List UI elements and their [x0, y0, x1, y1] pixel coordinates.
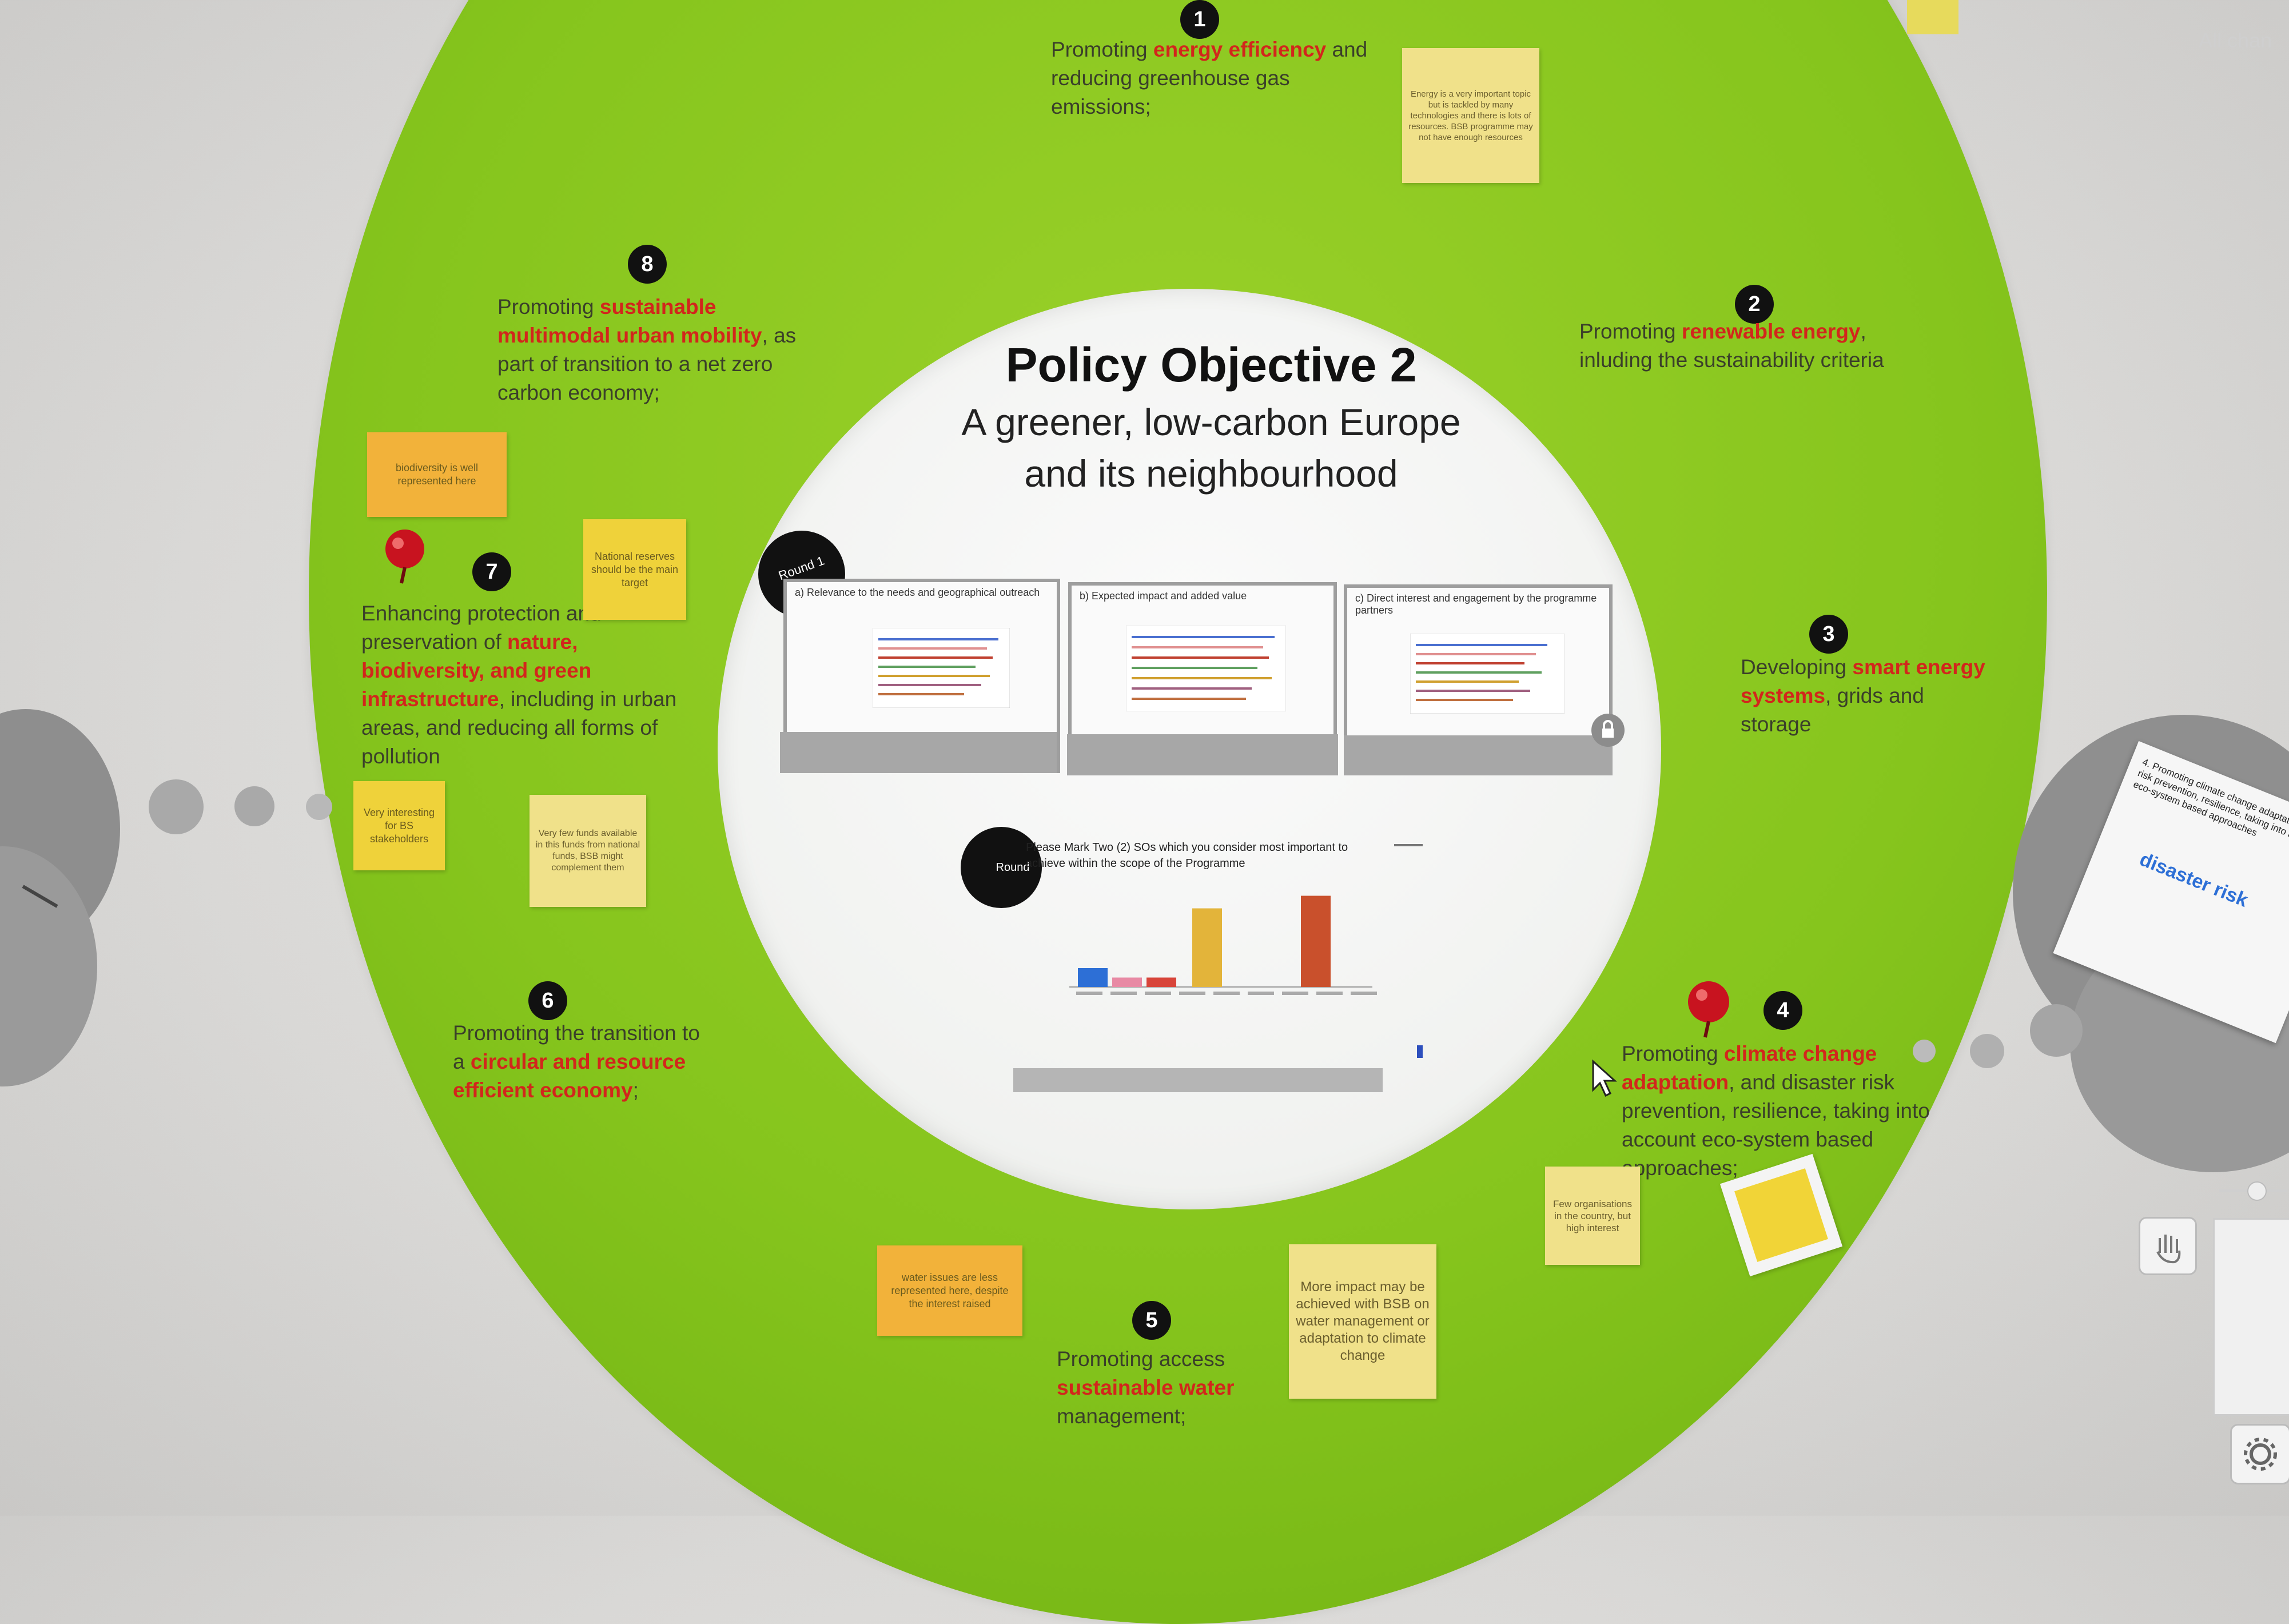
sticky-note-water-issues[interactable]: water issues are less represented here, …	[877, 1245, 1022, 1336]
objective-4-text: Promoting climate change adaptation, and…	[1622, 1042, 1930, 1180]
tick-label-placeholder	[1145, 992, 1171, 995]
sticky-note-energy[interactable]: Energy is a very important topic but is …	[1402, 48, 1539, 183]
lock-icon[interactable]	[1591, 714, 1625, 747]
tick-label-placeholder	[1282, 992, 1308, 995]
objective-7-text: Enhancing protection and preservation of…	[361, 602, 677, 768]
objective-2-text: Promoting renewable energy, inluding the…	[1579, 320, 1884, 372]
connector-dot	[2030, 1004, 2083, 1057]
objective-number-1[interactable]: 1	[1180, 0, 1219, 39]
sticky-note-national-reserves[interactable]: National reserves should be the main tar…	[583, 519, 686, 620]
page-title: Policy Objective 2	[1005, 338, 1417, 392]
connector-dot	[1913, 1040, 1936, 1062]
hand-icon[interactable]	[2139, 1217, 2197, 1275]
vote-bar	[1192, 908, 1222, 987]
top-right-yellow-tab	[1907, 0, 1958, 34]
minimap-panel[interactable]	[2213, 1218, 2289, 1416]
tick-label-placeholder	[1076, 992, 1102, 995]
question-text-underline	[1394, 844, 1423, 846]
slide-c-chart	[1410, 634, 1565, 714]
objective-number-8[interactable]: 8	[628, 245, 667, 284]
connector-dot	[149, 779, 204, 834]
slide-a-title: a) Relevance to the needs and geographic…	[795, 587, 1040, 598]
vote-bar	[1301, 895, 1331, 987]
small-marker	[1417, 1045, 1423, 1058]
sticky-note-very-interesting[interactable]: Very interesting for BS stakeholders	[353, 781, 445, 870]
slide-b-title: b) Expected impact and added value	[1080, 590, 1247, 602]
tick-label-placeholder	[1110, 992, 1137, 995]
sticky-note-few-organisations[interactable]: Few organisations in the country, but hi…	[1545, 1167, 1640, 1265]
objective-number-6[interactable]: 6	[528, 981, 567, 1020]
objective-number-2[interactable]: 2	[1735, 285, 1774, 324]
objective-number-4[interactable]: 4	[1763, 991, 1802, 1030]
left-arrow-icon[interactable]	[17, 881, 63, 915]
page-subtitle-line1: A greener, low-carbon Europe	[961, 401, 1461, 443]
gear-icon[interactable]	[2230, 1424, 2289, 1484]
slide-c-footer	[1344, 735, 1613, 775]
page-subtitle-line2: and its neighbourhood	[1024, 452, 1398, 495]
slide-a-footer	[780, 732, 1057, 773]
chart-footer-bar	[1013, 1068, 1383, 1092]
slide-a-chart	[873, 628, 1010, 708]
sticky-note-biodiversity[interactable]: biodiversity is well represented here	[367, 432, 507, 517]
vote-bar-chart	[1069, 895, 1377, 995]
connector-dot	[1970, 1034, 2004, 1068]
top-right-text: All chan	[2199, 29, 2272, 52]
connector-dot	[306, 794, 332, 820]
vote-bar	[1112, 977, 1142, 987]
question-text: Please Mark Two (2) SOs which you consid…	[1026, 841, 1348, 870]
objective-number-3[interactable]: 3	[1809, 615, 1848, 654]
slide-b-chart	[1126, 626, 1286, 711]
pin-icon[interactable]	[371, 526, 424, 584]
slide-c-title: c) Direct interest and engagement by the…	[1355, 592, 1597, 616]
objective-6-text: Promoting the transition to a circular a…	[453, 1021, 700, 1102]
sticky-note-more-impact[interactable]: More impact may be achieved with BSB on …	[1289, 1244, 1436, 1399]
tick-label-placeholder	[1213, 992, 1240, 995]
objective-8-text: Promoting sustainable multimodal urban m…	[497, 295, 797, 404]
objective-3-text: Developing smart energy systems, grids a…	[1741, 655, 1985, 736]
round-2-badge[interactable]: Round	[961, 827, 1042, 908]
vote-bar	[1147, 977, 1176, 987]
objective-1-text: Promoting energy efficiency and reducing…	[1051, 38, 1368, 118]
tick-label-placeholder	[1248, 992, 1274, 995]
objective-number-5[interactable]: 5	[1132, 1301, 1171, 1340]
tick-label-placeholder	[1351, 992, 1377, 995]
pin-icon[interactable]	[1675, 978, 1729, 1038]
objective-5-text: Promoting access sustainable water manag…	[1057, 1347, 1235, 1428]
slide-b-footer	[1067, 734, 1338, 775]
objective-number-7[interactable]: 7	[472, 552, 511, 591]
right-panel-word-cloud: disaster risk	[2136, 848, 2251, 911]
tick-label-placeholder	[1316, 992, 1343, 995]
sticky-note-very-few-funds[interactable]: Very few funds available in this funds f…	[530, 795, 646, 907]
cursor-icon	[1591, 1059, 1619, 1102]
tick-label-placeholder	[1179, 992, 1205, 995]
vote-bar	[1078, 968, 1108, 987]
zoom-slider-knob[interactable]	[2247, 1181, 2267, 1201]
connector-dot	[234, 786, 274, 826]
